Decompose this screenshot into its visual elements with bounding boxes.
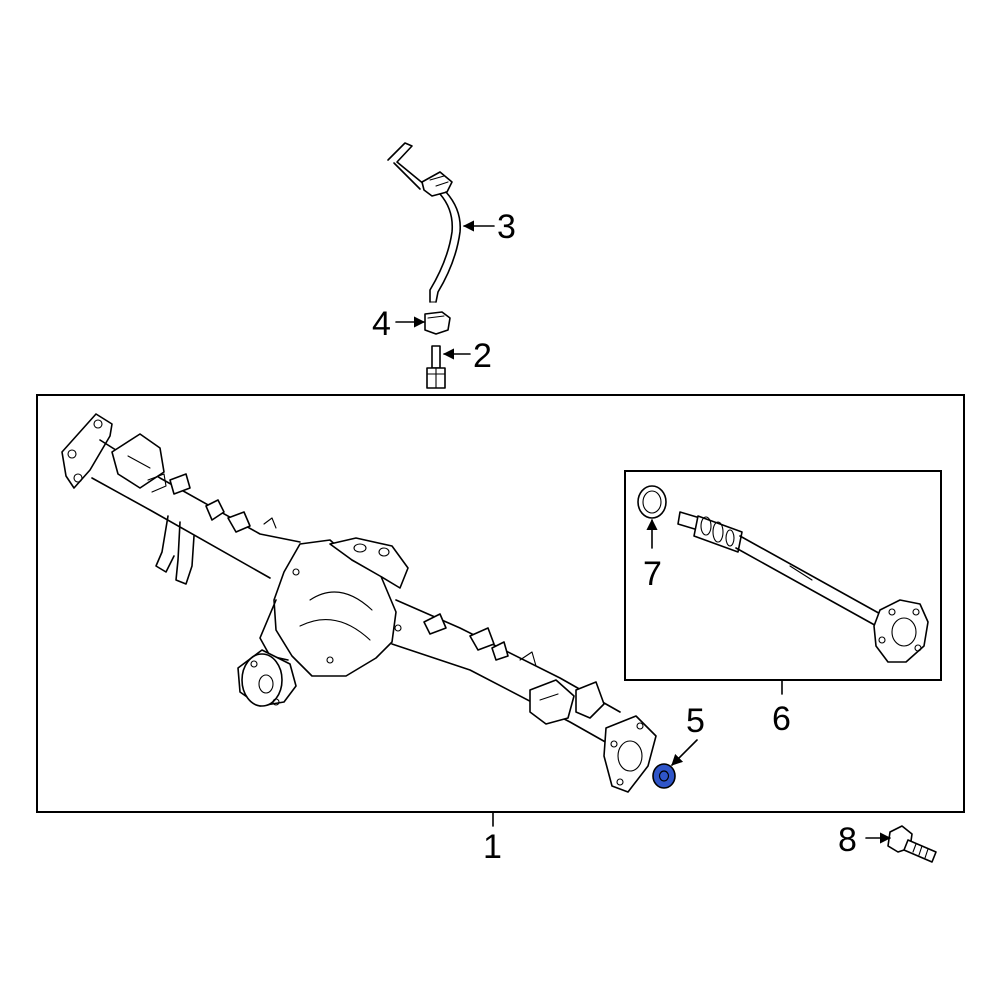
o-ring-part-7[interactable] — [637, 485, 667, 519]
axle-shaft-part-6[interactable] — [677, 511, 929, 663]
breather-hose-part-3[interactable] — [387, 142, 462, 303]
callout-7[interactable]: 7 — [643, 555, 662, 593]
callout-5[interactable]: 5 — [686, 702, 705, 740]
bolt-part-8[interactable] — [887, 825, 937, 863]
callout-labels: 1 2 3 4 5 6 7 8 — [372, 208, 857, 866]
axle-housing-frame — [36, 394, 965, 813]
callout-6[interactable]: 6 — [772, 700, 791, 738]
callout-4[interactable]: 4 — [372, 305, 391, 343]
seal-part-5[interactable] — [652, 763, 676, 789]
callout-1[interactable]: 1 — [483, 828, 502, 866]
callout-3[interactable]: 3 — [497, 208, 516, 246]
callout-2[interactable]: 2 — [473, 337, 492, 375]
axle-shaft-frame — [624, 470, 942, 681]
leader-lines — [395, 220, 892, 844]
hose-clip-part-4[interactable] — [424, 311, 451, 335]
vent-connector-part-2[interactable] — [426, 345, 446, 389]
callout-8[interactable]: 8 — [838, 821, 857, 859]
axle-housing-part-1[interactable] — [61, 413, 657, 793]
